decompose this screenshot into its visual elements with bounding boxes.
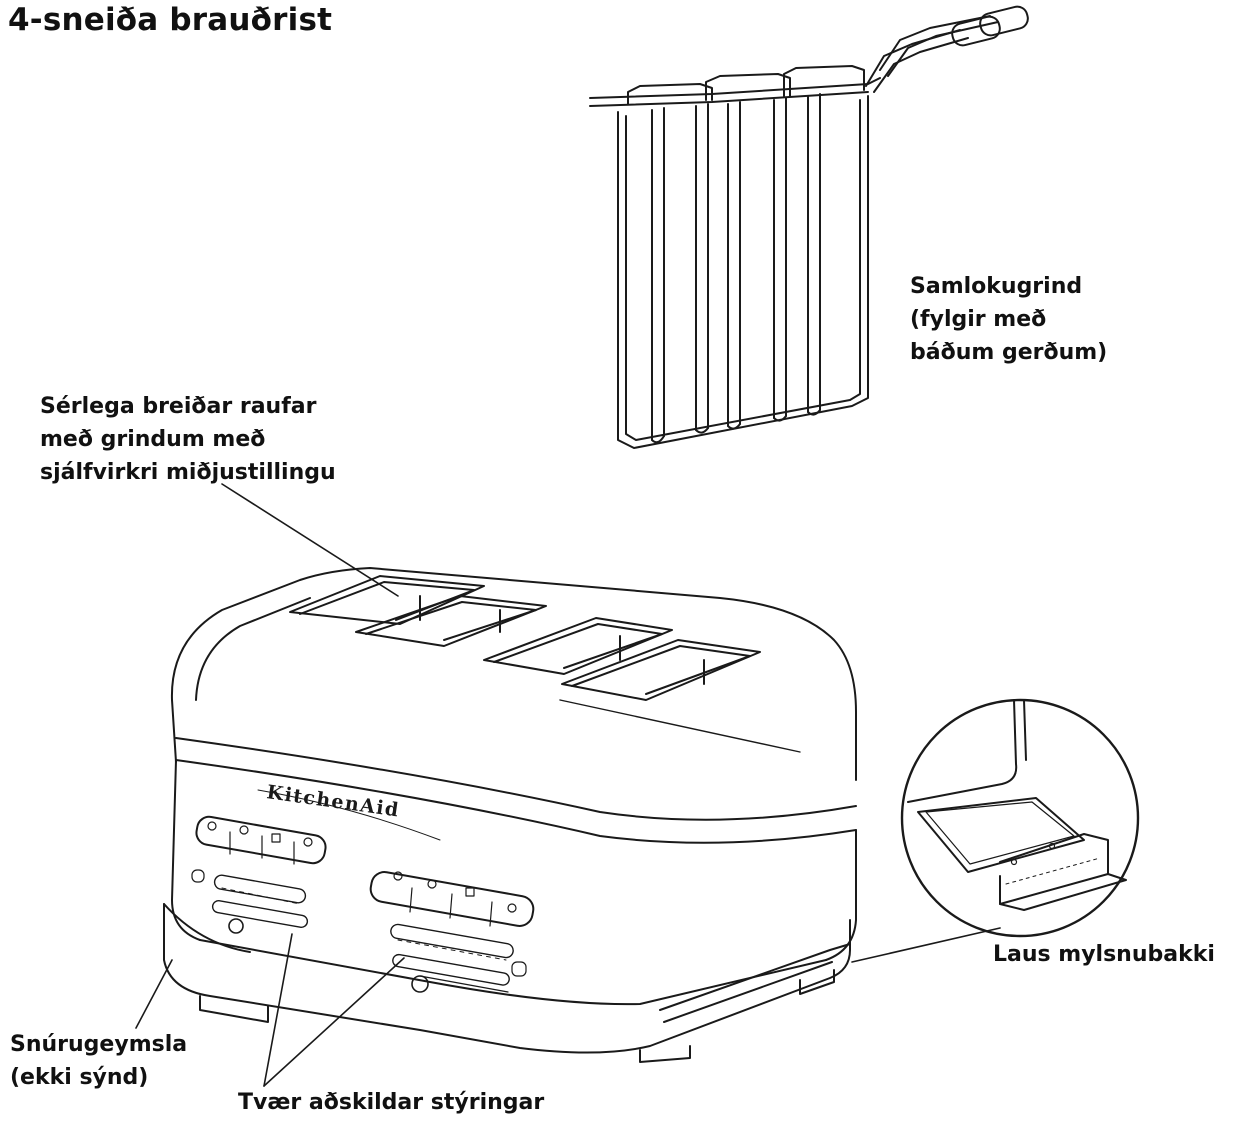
label-cord-storage: Snúrugeymsla (ekki sýnd)	[10, 1028, 187, 1094]
label-separate-controls: Tvær aðskildar stýringar	[238, 1086, 544, 1119]
label-line: Snúrugeymsla	[10, 1032, 188, 1057]
label-line: sjálfvirkri miðjustillingu	[40, 460, 336, 485]
label-line: með grindum með	[40, 427, 266, 452]
crumb-tray-detail-circle	[902, 700, 1138, 936]
label-crumb-tray: Laus mylsnubakki	[993, 938, 1215, 971]
kitchenaid-logo: KitchenAid	[265, 781, 401, 821]
leader-lines	[136, 484, 1000, 1086]
label-line: (fylgir með	[910, 307, 1047, 332]
label-line: Samlokugrind	[910, 274, 1083, 299]
label-line: Sérlega breiðar raufar	[40, 394, 317, 419]
label-line: Laus mylsnubakki	[993, 942, 1215, 967]
label-wide-slots: Sérlega breiðar raufar með grindum með s…	[40, 390, 336, 489]
label-line: (ekki sýnd)	[10, 1065, 149, 1090]
label-sandwich-rack: Samlokugrind (fylgir með báðum gerðum)	[910, 270, 1107, 369]
control-panel-left	[192, 815, 327, 933]
page-title: 4-sneiða brauðrist	[8, 2, 333, 38]
label-line: Tvær aðskildar stýringar	[238, 1090, 545, 1115]
sandwich-rack-illustration	[590, 5, 1030, 448]
control-panel-right	[369, 870, 536, 992]
label-line: báðum gerðum)	[910, 340, 1108, 365]
toaster-body-illustration	[164, 568, 856, 1062]
